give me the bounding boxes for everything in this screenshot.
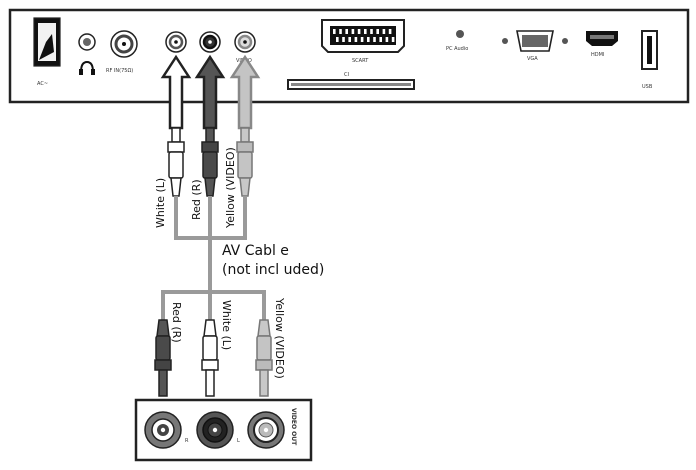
plug-white-top (167, 127, 185, 197)
av-cable-note: (not incl uded) (222, 262, 324, 278)
pc-audio-label: PC Audio (446, 46, 468, 52)
top-plugs (167, 127, 254, 197)
plug-red-top (201, 127, 219, 197)
plug-white-bottom (201, 319, 219, 397)
scart-port: SCART (321, 19, 405, 64)
scart-pin (364, 29, 367, 34)
scart-pin (373, 37, 376, 42)
scart-pin (345, 29, 348, 34)
plug-yellow-top (236, 127, 254, 197)
device-output-panel: R L VIDEO OUT (134, 398, 313, 462)
scart-pin (339, 29, 342, 34)
rf-in-port: RF IN(75Ω) (106, 30, 138, 74)
plug-yellow-bottom (255, 319, 273, 397)
scart-pin (342, 37, 345, 42)
label-white-l-top: White (L) (154, 178, 167, 228)
scart-pin (370, 29, 373, 34)
video-port: VIDEO (234, 31, 256, 64)
ac-label: AC~ (37, 81, 48, 87)
label-white-l-bottom: White (L) (220, 300, 233, 350)
vga-label: VGA (527, 56, 538, 62)
device-jack-r: R (144, 411, 189, 449)
device-jack-video (247, 411, 285, 449)
label-red-r-bottom: Red (R) (170, 302, 183, 343)
label-yellow-video-bottom: Yellow (VIDEO) (273, 297, 286, 379)
label-yellow-video-top: Yellow (VIDEO) (224, 147, 237, 229)
device-jack-l-label: L (237, 438, 240, 444)
audio-l-port: L (165, 31, 187, 64)
ac-inlet: AC~ (33, 17, 61, 87)
plug-red-bottom (154, 319, 172, 397)
rf-in-label: RF IN(75Ω) (106, 68, 133, 74)
scart-pin (360, 37, 364, 42)
scart-pin (367, 37, 370, 42)
scart-pin (379, 37, 382, 42)
usb-label: USB (642, 84, 653, 90)
scart-pin (333, 29, 336, 34)
av-cable-wires (161, 196, 266, 320)
usb-port: USB (641, 30, 658, 90)
scart-pin (376, 29, 379, 34)
bottom-plugs (154, 319, 273, 397)
ci-slot: CI (287, 72, 415, 90)
device-jack-l: L (196, 411, 240, 449)
scart-pin (354, 37, 358, 42)
audio-r-port: R (199, 31, 221, 64)
scart-pin (391, 37, 395, 42)
label-red-r-top: Red (R) (190, 179, 203, 220)
scart-pin (336, 37, 339, 42)
av-cable-title: AV Cabl e (222, 243, 289, 259)
connection-arrows (160, 54, 261, 130)
pc-audio-port: PC Audio (446, 30, 468, 52)
scart-label: SCART (352, 58, 369, 64)
scart-pin (351, 29, 355, 34)
ci-label: CI (344, 72, 349, 78)
scart-pin (388, 29, 392, 34)
video-out-label: VIDEO OUT (290, 408, 297, 446)
scart-pin (357, 29, 361, 34)
scart-pin (348, 37, 351, 42)
vga-port: VGA (502, 30, 568, 62)
headphone-jack (78, 33, 96, 75)
scart-pin (385, 37, 389, 42)
hdmi-label: HDMI (591, 52, 604, 58)
hdmi-port: HDMI (586, 31, 618, 58)
scart-pin (382, 29, 386, 34)
device-jack-r-label: R (185, 438, 189, 444)
